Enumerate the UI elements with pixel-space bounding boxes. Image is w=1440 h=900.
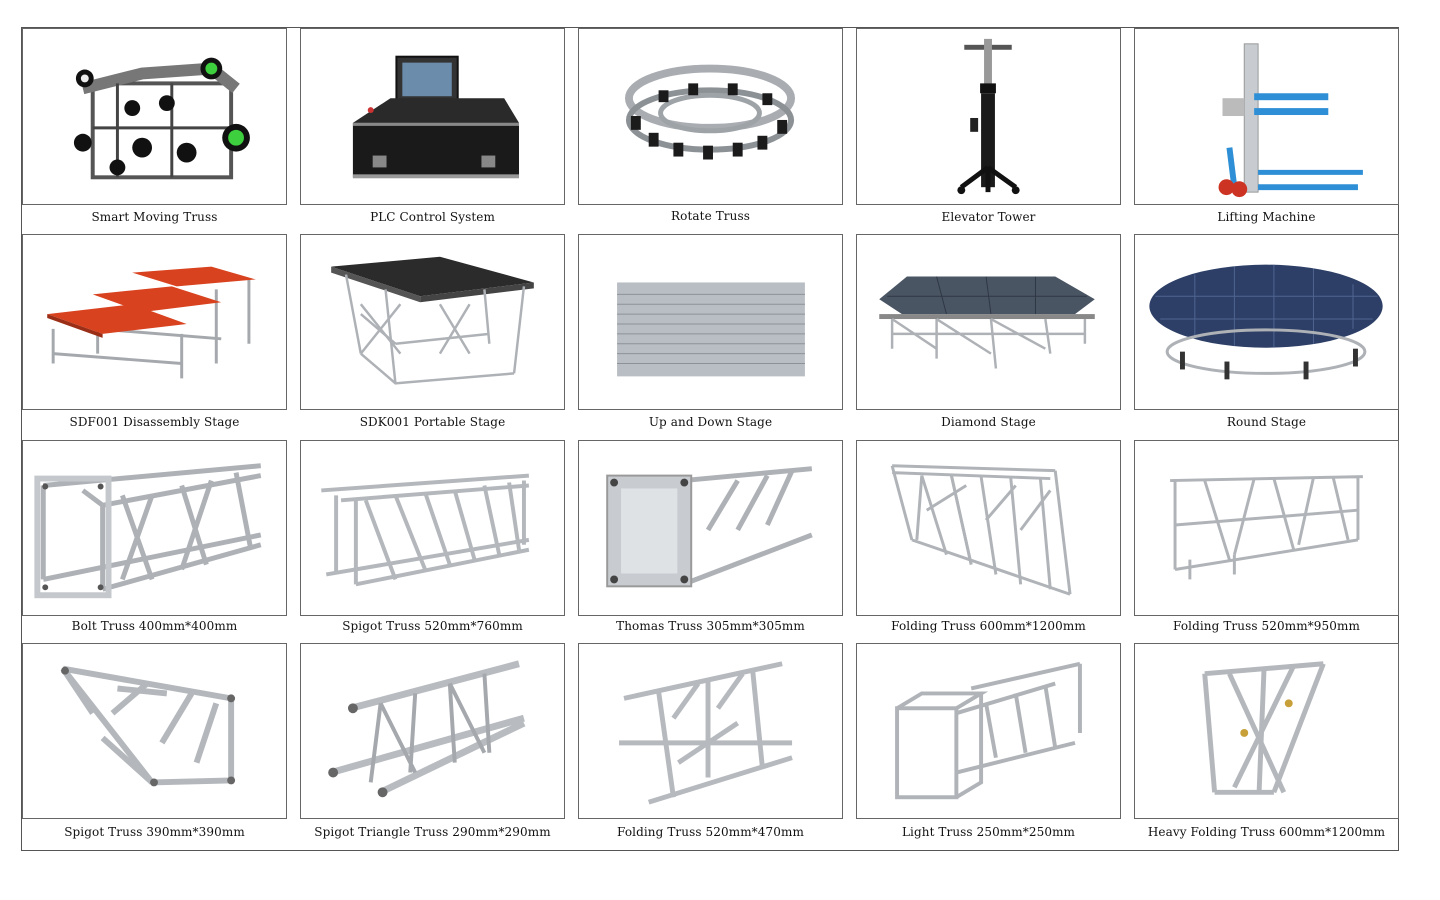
product-caption: PLC Control System — [370, 210, 495, 224]
rotate-truss-image — [578, 28, 843, 205]
product-caption: Lifting Machine — [1217, 210, 1316, 224]
heavy-folding-truss-image — [1134, 643, 1399, 819]
product-caption: Folding Truss 520mm*950mm — [1173, 619, 1360, 633]
product-caption: Light Truss 250mm*250mm — [901, 825, 1076, 839]
folding-truss-image — [578, 643, 843, 819]
product-card: Folding Truss 520mm*470mm — [578, 643, 843, 848]
product-card: SDF001 Disassembly Stage — [22, 234, 287, 432]
folding-truss-image — [1134, 440, 1399, 616]
product-caption: Bolt Truss 400mm*400mm — [71, 619, 238, 633]
product-caption: Spigot Truss 390mm*390mm — [64, 825, 245, 839]
product-card: Heavy Folding Truss 600mm*1200mm — [1134, 643, 1399, 848]
product-caption: Rotate Truss — [671, 209, 750, 223]
product-card: Thomas Truss 305mm*305mm — [578, 440, 843, 635]
product-caption: Spigot Truss 520mm*760mm — [342, 619, 523, 633]
product-caption: Round Stage — [1226, 415, 1307, 429]
product-caption: Elevator Tower — [941, 210, 1036, 224]
elevator-tower-image — [856, 28, 1121, 205]
product-card: Spigot Truss 520mm*760mm — [300, 440, 565, 635]
product-caption: Up and Down Stage — [648, 415, 773, 429]
product-caption: Smart Moving Truss — [91, 210, 218, 224]
product-caption: SDK001 Portable Stage — [359, 415, 506, 429]
product-caption: Folding Truss 520mm*470mm — [617, 825, 804, 839]
folding-truss-image — [856, 440, 1121, 616]
product-card: Folding Truss 600mm*1200mm — [856, 440, 1121, 635]
product-catalog-grid: Smart Moving Truss PLC Control System — [21, 27, 1399, 851]
plc-control-system-image — [300, 28, 565, 205]
product-caption: Heavy Folding Truss 600mm*1200mm — [1147, 825, 1386, 839]
product-card: Smart Moving Truss — [22, 28, 287, 228]
lifting-machine-image — [1134, 28, 1399, 205]
triangle-truss-image — [300, 643, 565, 819]
product-card: Folding Truss 520mm*950mm — [1134, 440, 1399, 635]
bolt-truss-image — [22, 440, 287, 616]
portable-stage-image — [300, 234, 565, 410]
product-card: SDK001 Portable Stage — [300, 234, 565, 432]
product-card: Spigot Triangle Truss 290mm*290mm — [300, 643, 565, 848]
diamond-stage-image — [856, 234, 1121, 410]
product-card: Diamond Stage — [856, 234, 1121, 432]
product-card: Spigot Truss 390mm*390mm — [22, 643, 287, 848]
smart-moving-truss-image — [22, 28, 287, 205]
product-card: Lifting Machine — [1134, 28, 1399, 228]
product-caption: Folding Truss 600mm*1200mm — [891, 619, 1086, 633]
up-down-stage-image — [578, 234, 843, 410]
thomas-truss-image — [578, 440, 843, 616]
spigot-truss-image — [300, 440, 565, 616]
product-caption: Diamond Stage — [941, 415, 1036, 429]
product-card: PLC Control System — [300, 28, 565, 228]
product-card: Round Stage — [1134, 234, 1399, 432]
product-caption: Spigot Triangle Truss 290mm*290mm — [314, 825, 551, 839]
product-card: Up and Down Stage — [578, 234, 843, 432]
product-card: Bolt Truss 400mm*400mm — [22, 440, 287, 635]
product-caption: Thomas Truss 305mm*305mm — [616, 619, 805, 633]
spigot-truss-image — [22, 643, 287, 819]
round-stage-image — [1134, 234, 1399, 410]
product-card: Rotate Truss — [578, 28, 843, 228]
product-caption: SDF001 Disassembly Stage — [69, 415, 240, 429]
light-truss-image — [856, 643, 1121, 819]
product-card: Light Truss 250mm*250mm — [856, 643, 1121, 848]
disassembly-stage-image — [22, 234, 287, 410]
product-card: Elevator Tower — [856, 28, 1121, 228]
